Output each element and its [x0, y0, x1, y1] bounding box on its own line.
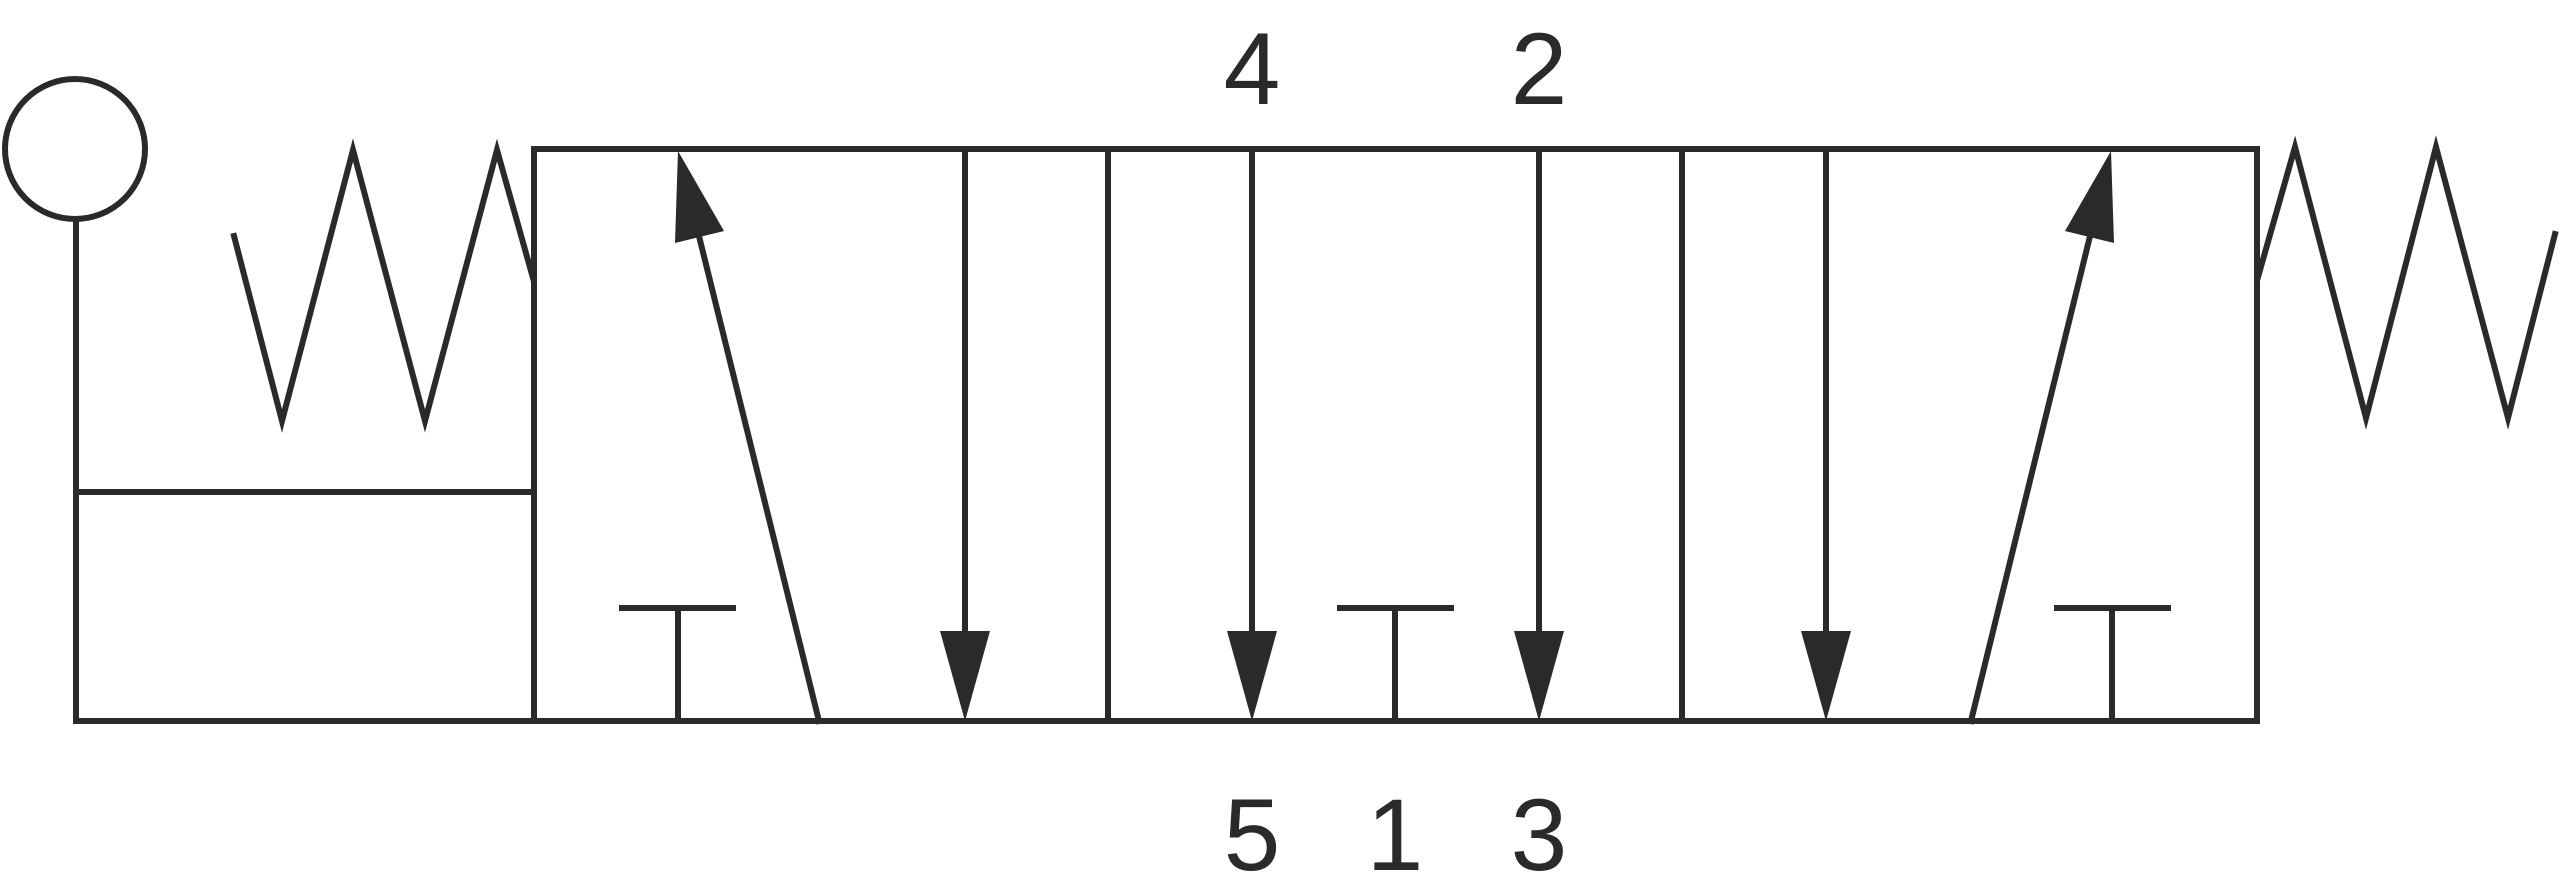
- port-label-2: 2: [1511, 12, 1568, 126]
- port-label-3: 3: [1511, 778, 1568, 874]
- arrowhead-up: [2065, 151, 2114, 243]
- right-spring: [2254, 135, 2559, 430]
- arrowhead-down: [1227, 631, 1277, 721]
- push-button-actuator-circle: [2, 76, 148, 222]
- arrowhead-down: [1801, 631, 1851, 721]
- flow-arrow-diagonal-up: [693, 224, 823, 725]
- left-position-paths: [619, 146, 990, 725]
- left-spring: [230, 138, 537, 433]
- arrowhead-down: [1514, 631, 1564, 721]
- port-label-1: 1: [1367, 778, 1424, 874]
- arrowhead-up: [675, 151, 724, 243]
- port-label-5: 5: [1224, 778, 1281, 874]
- right-position-paths: [1801, 146, 2171, 725]
- arrowhead-down: [940, 631, 990, 721]
- center-position-paths: [1227, 146, 1564, 724]
- flow-arrow-diagonal-up: [1967, 224, 2096, 725]
- port-label-4: 4: [1224, 12, 1281, 126]
